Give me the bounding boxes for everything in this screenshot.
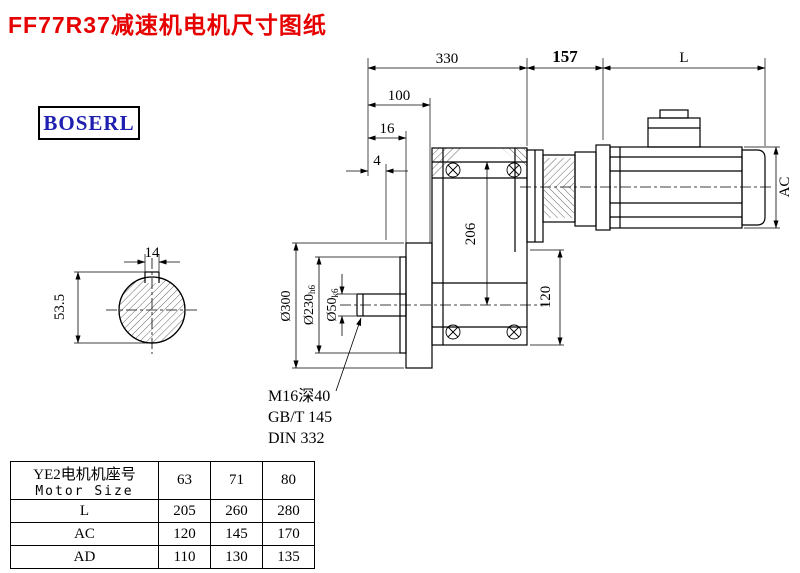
dim-AC-label: AC bbox=[777, 177, 793, 198]
dim-120-label: 120 bbox=[538, 286, 554, 309]
table-row-L: L 205 260 280 bbox=[10, 499, 315, 523]
dimension-table: YE2电机机座号 Motor Size 63 71 80 L 205 260 2… bbox=[10, 461, 315, 569]
standard-din: DIN 332 bbox=[268, 430, 324, 447]
dim-330-label: 330 bbox=[436, 51, 459, 67]
table-size-71: 71 bbox=[210, 461, 263, 500]
row-label-AD: AD bbox=[10, 545, 159, 569]
table-size-63: 63 bbox=[158, 461, 211, 500]
terminal-box bbox=[647, 117, 701, 148]
value-AD-71: 130 bbox=[210, 545, 263, 569]
dim-4-label: 4 bbox=[373, 153, 381, 169]
centerlines bbox=[106, 186, 774, 354]
mounting-flange bbox=[405, 242, 433, 369]
dim-dia300-label: Ø300 bbox=[279, 290, 294, 321]
standard-gbt: GB/T 145 bbox=[268, 409, 332, 426]
table-row-AD: AD 110 130 135 bbox=[10, 545, 315, 569]
table-row-AC: AC 120 145 170 bbox=[10, 522, 315, 546]
table-size-80: 80 bbox=[262, 461, 315, 500]
value-AD-80: 135 bbox=[262, 545, 315, 569]
thread-note: M16深40 GB/T 145 DIN 332 bbox=[268, 387, 332, 447]
value-L-80: 280 bbox=[262, 499, 315, 523]
value-L-71: 260 bbox=[210, 499, 263, 523]
dimension-labels: 330 157 L 100 16 4 14 53.5 Ø300 Ø230h6 Ø… bbox=[52, 47, 793, 325]
adapter-ring bbox=[574, 151, 597, 227]
dim-14-label: 14 bbox=[145, 245, 161, 261]
row-label-L: L bbox=[10, 499, 159, 523]
gearbox-motor-outline bbox=[356, 109, 766, 369]
page-title: FF77R37减速机电机尺寸图纸 bbox=[8, 12, 327, 38]
dim-16-label: 16 bbox=[380, 121, 396, 137]
value-AC-63: 120 bbox=[158, 522, 211, 546]
table-header-cn: YE2电机机座号 bbox=[33, 466, 136, 483]
table-header-motor-size: YE2电机机座号 Motor Size bbox=[10, 461, 159, 500]
motor-flange bbox=[595, 144, 611, 231]
bolt-hole-marks bbox=[445, 162, 522, 340]
value-AC-71: 145 bbox=[210, 522, 263, 546]
table-header-row: YE2电机机座号 Motor Size 63 71 80 bbox=[10, 461, 315, 500]
extension-lines bbox=[74, 58, 780, 369]
dim-53-5-label: 53.5 bbox=[52, 294, 68, 320]
dim-157-label: 157 bbox=[552, 47, 578, 66]
dim-100-label: 100 bbox=[388, 88, 411, 104]
thread-leader-line bbox=[335, 317, 362, 392]
table-header-en: Motor Size bbox=[35, 483, 134, 499]
dim-L-label: L bbox=[679, 50, 688, 66]
dim-206-label: 206 bbox=[463, 222, 479, 245]
motor-body bbox=[609, 146, 743, 229]
value-AC-80: 170 bbox=[262, 522, 315, 546]
terminal-box-cap bbox=[659, 109, 689, 119]
row-label-AC: AC bbox=[10, 522, 159, 546]
value-L-63: 205 bbox=[158, 499, 211, 523]
dim-dia50-label: Ø50k6 bbox=[325, 288, 340, 322]
fan-cowl bbox=[741, 149, 766, 226]
section-hatching bbox=[432, 148, 574, 218]
value-AD-63: 110 bbox=[158, 545, 211, 569]
dim-dia230-label: Ø230h6 bbox=[302, 284, 317, 325]
dimension-lines bbox=[75, 65, 779, 392]
brand-logo: BOSERL bbox=[38, 106, 140, 140]
thread-spec: M16深40 bbox=[268, 387, 330, 405]
